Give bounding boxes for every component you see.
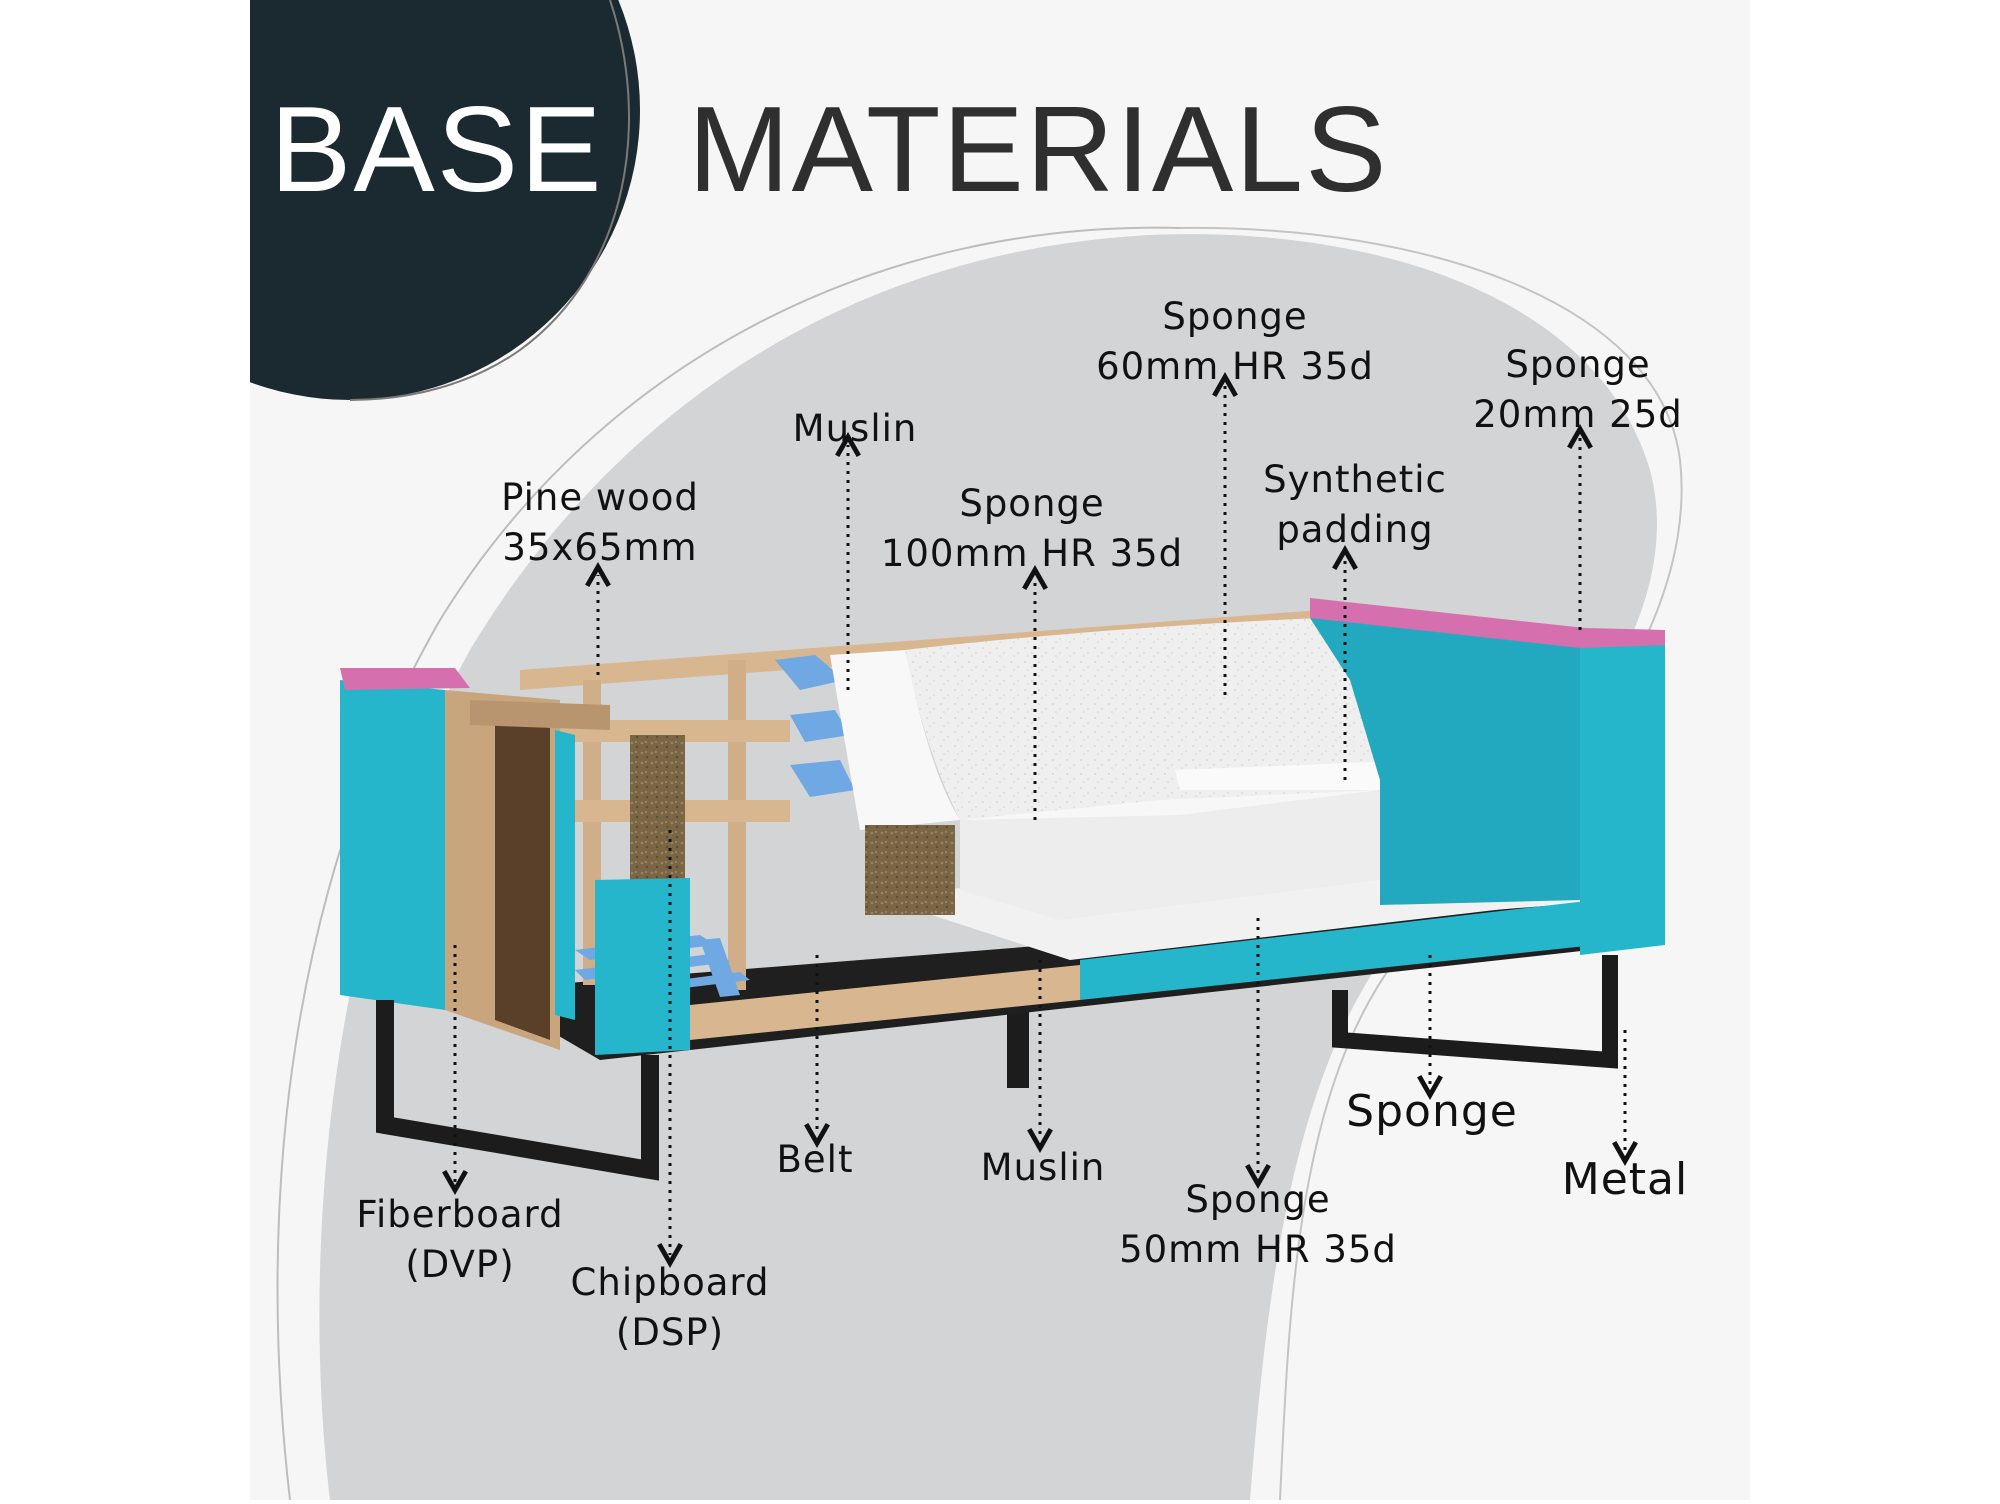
- label-muslin-top: Muslin: [792, 407, 918, 450]
- metal-leg-back-right: [1332, 955, 1618, 1069]
- circle-outline: [349, 0, 630, 401]
- label-sponge-20: Sponge 20mm 25d: [1473, 343, 1683, 436]
- outline-curve-left: [276, 226, 1181, 1501]
- muslin-strip-3: [790, 760, 855, 797]
- label-fiberboard: Fiberboard (DVP): [356, 1193, 564, 1286]
- right-arm-top-pink: [1310, 598, 1665, 648]
- muslin-strip-2: [790, 710, 850, 742]
- label-muslin-bottom: Muslin: [980, 1146, 1106, 1189]
- seat-frame-wood: [690, 965, 1080, 1040]
- pine-rail-1: [560, 720, 790, 742]
- label-sponge-100: Sponge 100mm HR 35d: [880, 482, 1184, 575]
- chipboard-panel-mid: [865, 825, 955, 915]
- metal-leg-middle: [1007, 1000, 1029, 1088]
- muslin-strip-1: [775, 655, 845, 690]
- metal-leg-front-left: [376, 1000, 659, 1181]
- label-belt: Belt: [776, 1138, 854, 1181]
- label-sponge-50: Sponge 50mm HR 35d: [1119, 1178, 1397, 1271]
- pine-post-2: [728, 660, 746, 990]
- label-chipboard: Chipboard (DSP): [570, 1261, 770, 1354]
- right-arm-inside: [1310, 618, 1580, 905]
- seat-front-sponge: [1080, 900, 1595, 1000]
- left-arm-outer: [340, 680, 445, 1010]
- title-word-base: BASE: [270, 81, 604, 217]
- label-pine-wood: Pine wood 35x65mm: [501, 476, 699, 569]
- callout-arrows: [442, 372, 1638, 1268]
- back-muslin: [830, 650, 960, 830]
- left-arm-top-pink: [340, 668, 470, 690]
- right-arm-outer: [1580, 630, 1665, 955]
- title-word-materials: MATERIALS: [688, 81, 1389, 217]
- left-arm-wood-top: [470, 700, 610, 730]
- left-arm-inner-sponge: [555, 730, 575, 1020]
- label-synthetic-padding: Synthetic padding: [1263, 458, 1447, 551]
- label-sponge-plain: Sponge: [1346, 1086, 1518, 1137]
- fiberboard-panel: [495, 720, 550, 1040]
- label-metal: Metal: [1561, 1154, 1689, 1205]
- seat-sponge-100-top: [960, 790, 1380, 820]
- front-inner-cyan: [595, 878, 690, 1055]
- label-sponge-60: Sponge 60mm HR 35d: [1096, 295, 1374, 388]
- seat-sponge-100-front: [960, 790, 1380, 920]
